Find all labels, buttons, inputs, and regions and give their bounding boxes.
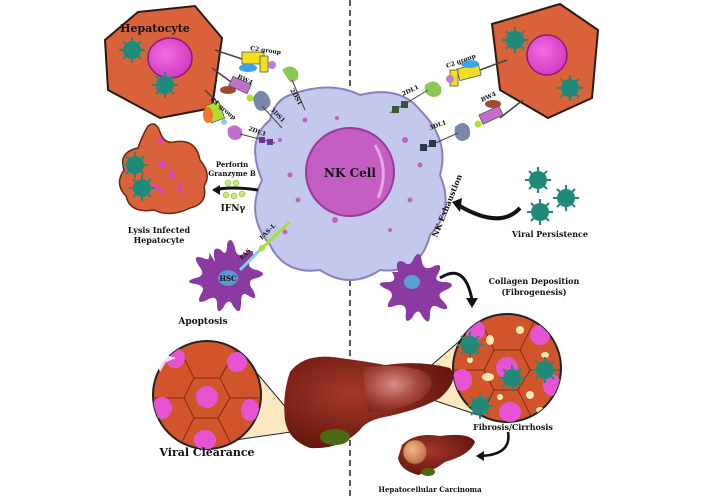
hepatocyte-left: Hepatocyte (103, 4, 224, 120)
arrow-icon (479, 431, 510, 458)
magnified-fibrotic-tissue: Fibrosis/Cirrhosis (452, 313, 562, 432)
hsc-left: HSC FAS FAS-L Apoptosis (177, 220, 292, 327)
hsc-right: Collagen Deposition (Fibrogenesis) (379, 253, 580, 322)
hcc-liver: Hepatocellular Carcinoma (378, 431, 510, 494)
nk-exhaustion: NK Exhaustion Viral Persistence (430, 166, 588, 239)
lysis-label-line1: Lysis Infected (128, 225, 191, 235)
hsc-label: HSC (219, 274, 237, 283)
nk-cell: NK Cell (254, 86, 447, 281)
cytotoxic-release: Perforin Granzyme B IFNγ (208, 160, 259, 214)
hepatocyte-label: Hepatocyte (120, 22, 190, 35)
collagen-label-line2: (Fibrogenesis) (501, 287, 566, 297)
arrow-icon (213, 186, 259, 192)
viral-clearance-label: Viral Clearance (158, 446, 254, 459)
ifn-gamma-label: IFNγ (221, 204, 246, 214)
hcc-label: Hepatocellular Carcinoma (378, 485, 482, 494)
nk-cell-label: NK Cell (324, 166, 376, 180)
ligand-label: C2 group (250, 45, 282, 56)
perforin-label: Perforin (216, 160, 248, 169)
left-receptor-pairs: C2 group 2DS1 BW4 3DS1 C1 group 2DL3 (203, 45, 306, 145)
receptor-label: 2DL1 (401, 84, 420, 98)
sparkle-icon (146, 345, 176, 372)
virus-icon (526, 198, 554, 226)
apoptosis-label: Apoptosis (177, 317, 227, 327)
collagen-label-line1: Collagen Deposition (489, 276, 580, 286)
virus-icon (524, 166, 552, 194)
liver (284, 356, 454, 449)
receptor-label: 3DL1 (428, 119, 447, 132)
arrow-icon (439, 271, 474, 301)
virus-icon (552, 184, 580, 212)
hepatocyte-right (490, 2, 600, 120)
granzyme-label: Granzyme B (208, 169, 256, 178)
viral-persistence-label: Viral Persistence (511, 229, 588, 239)
magnified-healthy-tissue: Viral Clearance (146, 340, 262, 459)
tumor-icon (402, 439, 428, 465)
lysis-label-line2: Hepatocyte (134, 235, 185, 245)
lysed-hepatocyte: Lysis Infected Hepatocyte (118, 123, 208, 245)
arrow-icon (456, 203, 522, 221)
fibrosis-label: Fibrosis/Cirrhosis (473, 422, 553, 432)
